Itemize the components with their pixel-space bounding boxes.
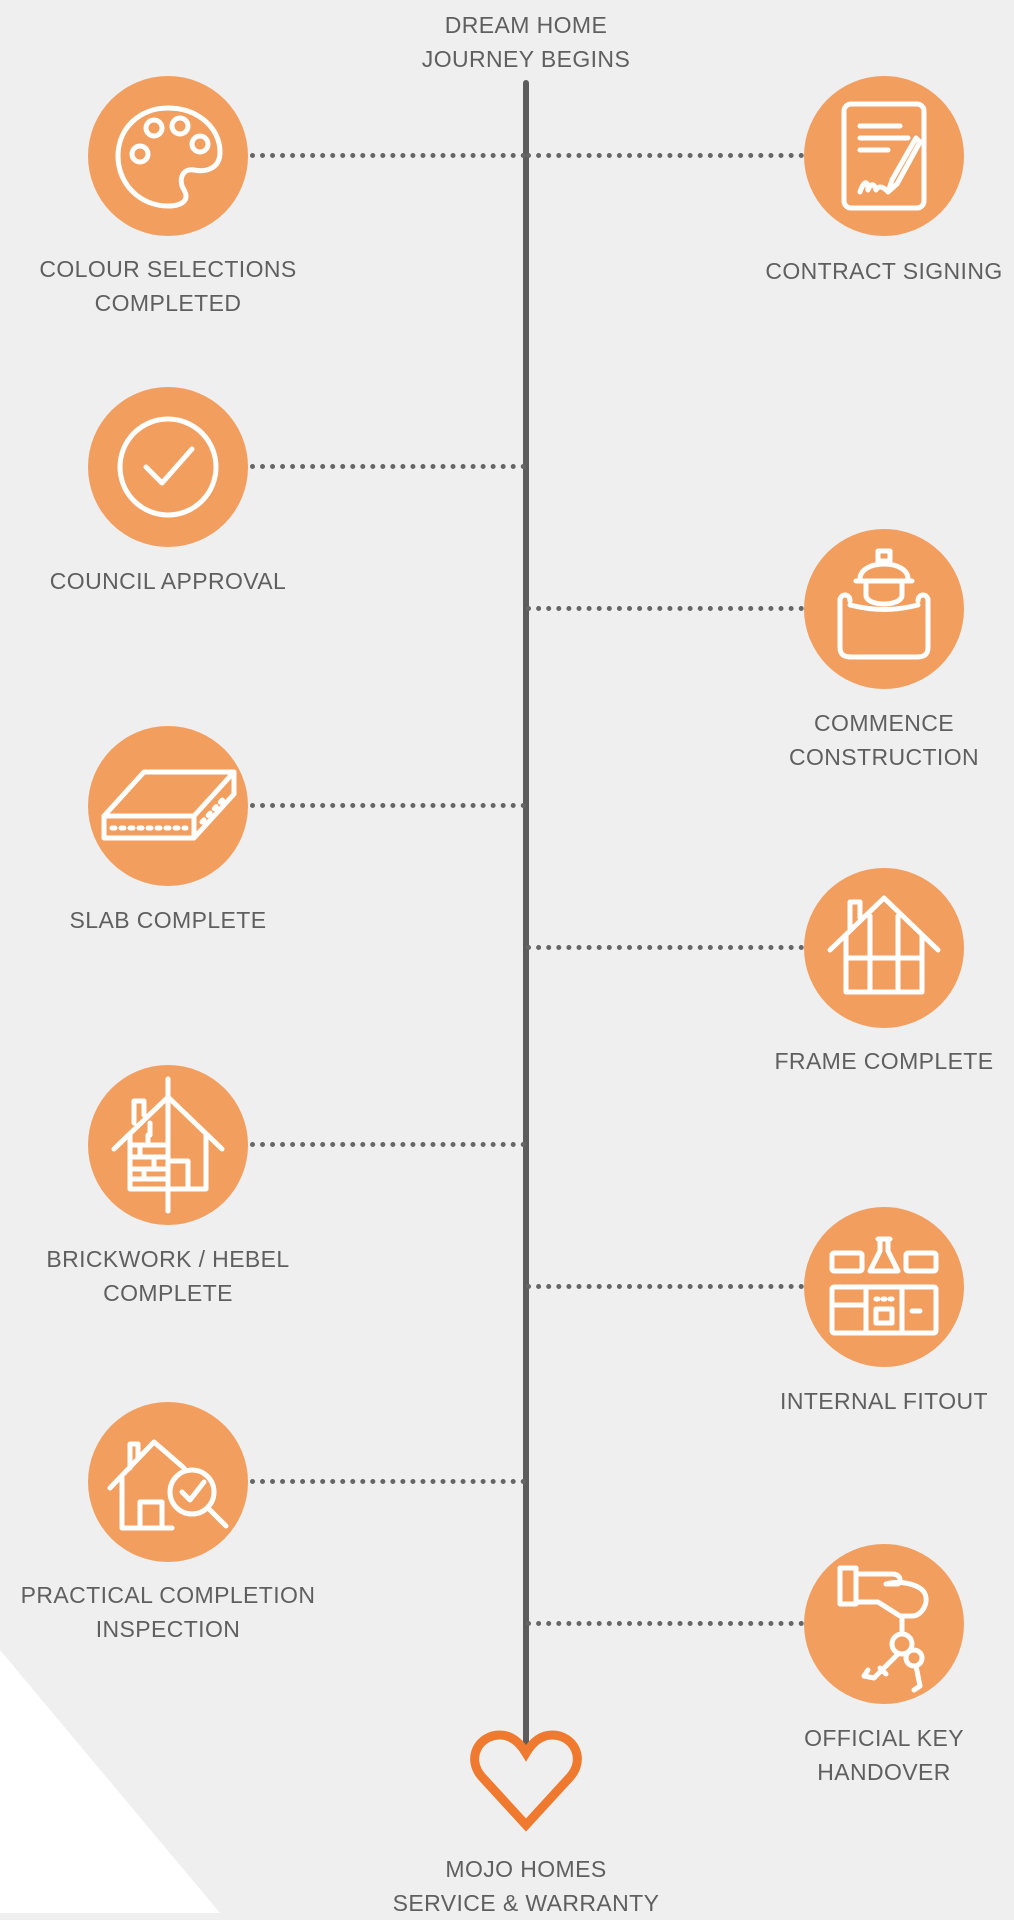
connector-council-approval <box>250 464 526 469</box>
contract-icon <box>804 76 964 236</box>
connector-frame-complete <box>526 945 804 950</box>
checkmark-icon <box>88 387 248 547</box>
palette-icon <box>88 76 248 236</box>
slab-icon <box>88 726 248 886</box>
heart-icon <box>470 1730 582 1832</box>
connector-practical-completion <box>250 1479 526 1484</box>
connector-slab-complete <box>250 803 526 808</box>
brickwork-icon <box>88 1065 248 1225</box>
connector-brickwork <box>250 1142 526 1147</box>
connector-contract-signing <box>526 153 804 158</box>
key-handover-icon <box>804 1544 964 1704</box>
milestone-label: FRAME COMPLETE <box>774 1048 994 1074</box>
builder-icon <box>804 529 964 689</box>
milestone-label: CONTRACT SIGNING <box>765 258 1003 284</box>
connector-key-handover <box>526 1621 804 1626</box>
connector-colour-selections <box>250 153 526 158</box>
milestone-label: COUNCIL APPROVAL <box>49 568 287 594</box>
inspection-icon <box>88 1402 248 1562</box>
milestone-label: INTERNAL FITOUT <box>780 1388 988 1414</box>
timeline-spine <box>523 80 529 1755</box>
milestone-label: SLAB COMPLETE <box>69 907 267 933</box>
kitchen-icon <box>804 1207 964 1367</box>
connector-commence-construction <box>526 606 804 611</box>
house-frame-icon <box>804 868 964 1028</box>
connector-internal-fitout <box>526 1284 804 1289</box>
